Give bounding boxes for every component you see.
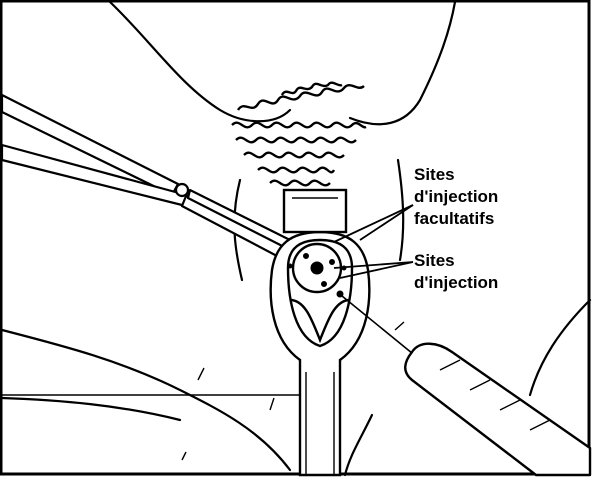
label-injection-sites: Sites d'injection <box>414 250 498 294</box>
label-line: Sites <box>414 250 498 272</box>
label-line: d'injection <box>414 186 498 208</box>
label-optional-injection-sites: Sites d'injection facultatifs <box>414 164 498 230</box>
label-line: Sites <box>414 164 498 186</box>
label-line: facultatifs <box>414 208 498 230</box>
label-line: d'injection <box>414 272 498 294</box>
